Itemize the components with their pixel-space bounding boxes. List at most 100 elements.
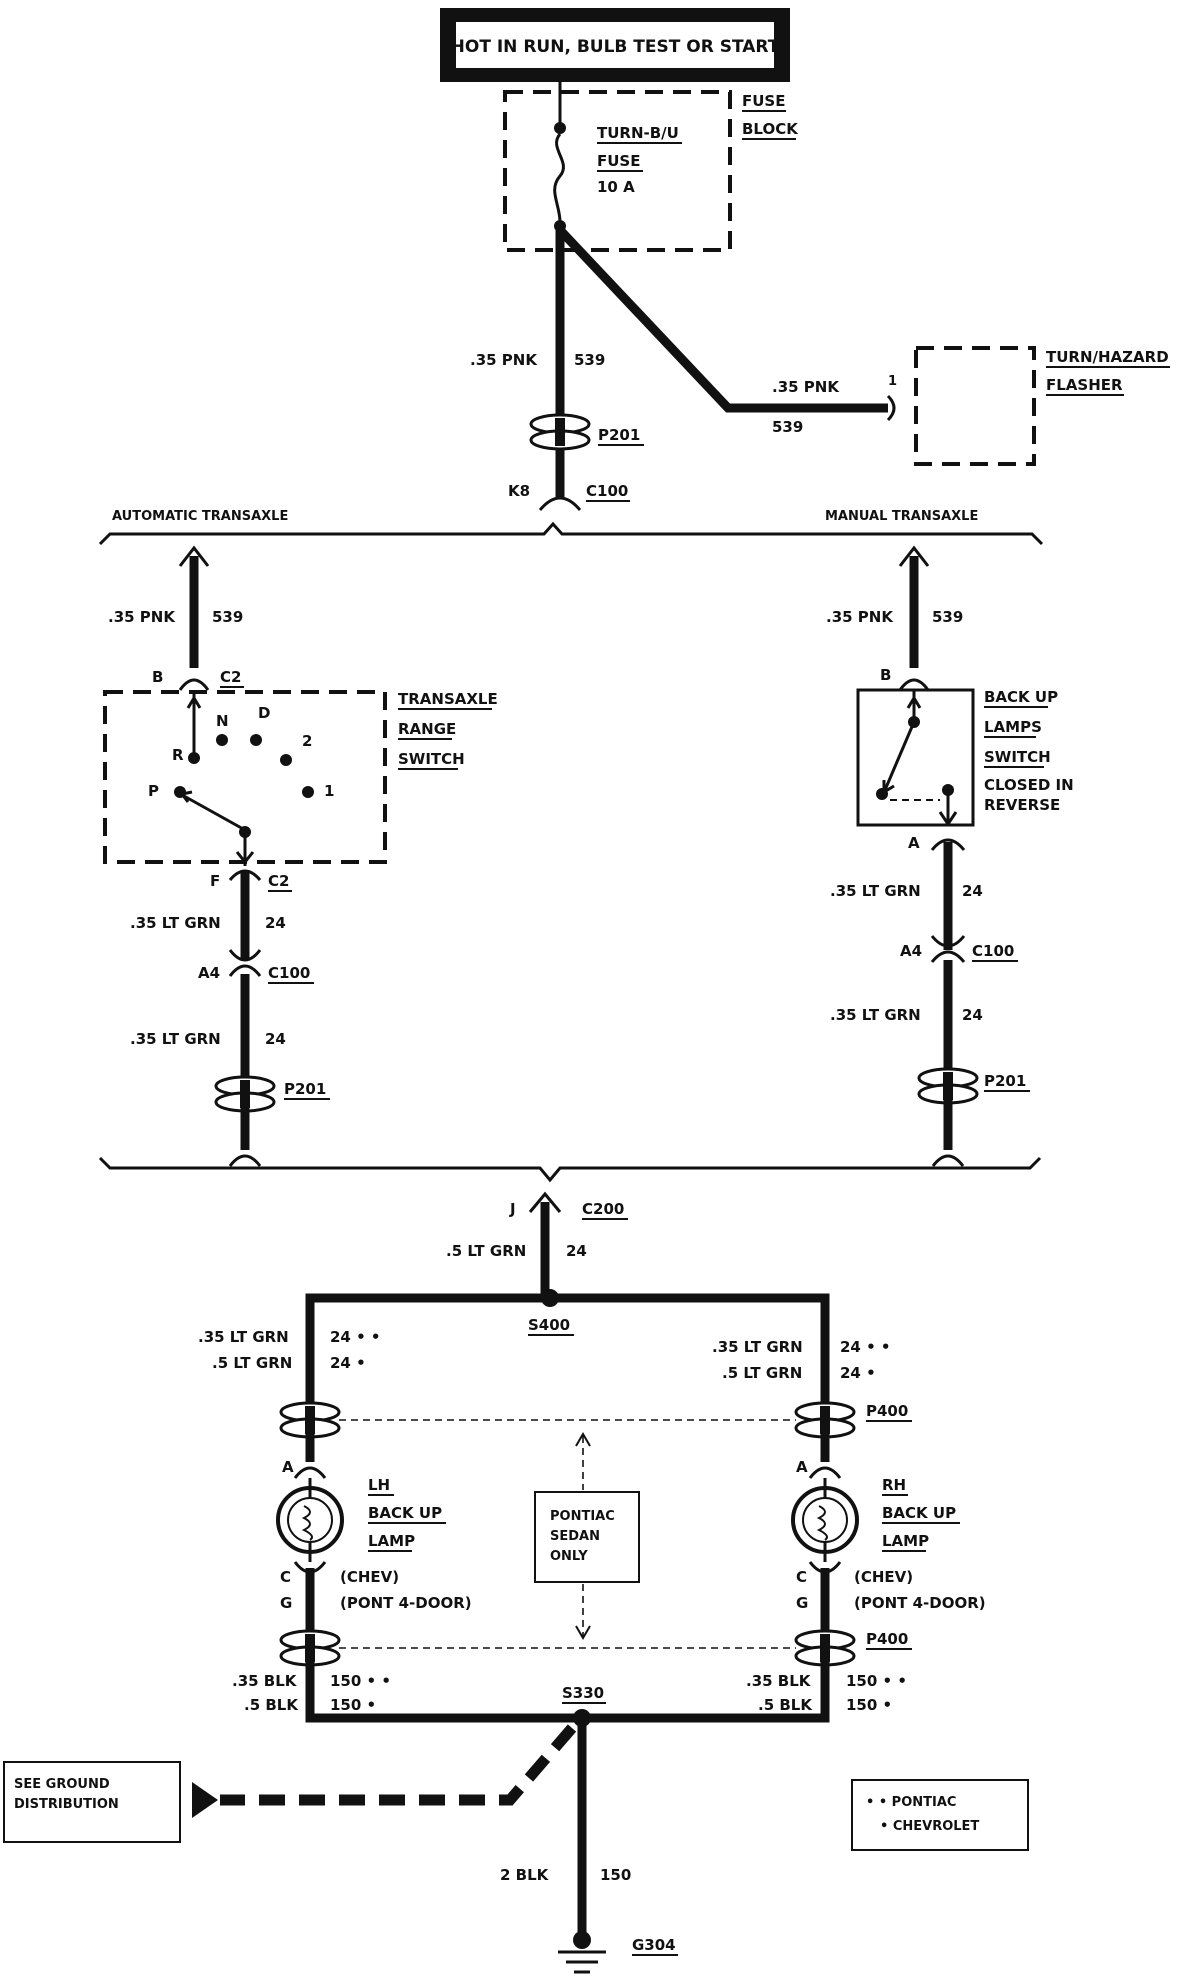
c100-top-pin: K8: [508, 482, 530, 500]
wire-circuit-main: 539: [574, 351, 605, 369]
rh-wire-blk-35: .35 BLK: [746, 1672, 812, 1690]
auto-wire-ltgrn-1: .35 LT GRN: [130, 914, 221, 932]
ground-ref-line-1: SEE GROUND: [14, 1777, 110, 1792]
rh-wire-ltgrn-35: .35 LT GRN: [712, 1338, 803, 1356]
legend: • • PONTIAC • CHEVROLET: [851, 1779, 1029, 1851]
p201-top: P201: [529, 413, 644, 451]
lh-wire-blk-circuit-c: 150 •: [330, 1696, 376, 1714]
lh-wire-circuit-p: 24 • •: [330, 1328, 381, 1346]
ground-label: G304: [632, 1936, 676, 1954]
range-pos-p: P: [148, 782, 159, 800]
p400-upper: P400: [279, 1401, 912, 1439]
fuse-block-label-1: FUSE: [742, 92, 785, 110]
legend-pontiac: • • PONTIAC: [866, 1795, 956, 1810]
rh-wire-ltgrn-5: .5 LT GRN: [722, 1364, 802, 1382]
fuse-block: TURN-B/U FUSE 10 A FUSE BLOCK: [503, 82, 799, 252]
wire-label-pnk-main: .35 PNK: [470, 351, 538, 369]
manual-c100-pin: A4: [900, 942, 922, 960]
range-switch-label-2: RANGE: [398, 720, 456, 738]
rh-wire-blk-5: .5 BLK: [758, 1696, 813, 1714]
auto-c2-bottom-label: C2: [268, 872, 289, 890]
auto-wire-ltgrn-1-circuit: 24: [265, 914, 286, 932]
lh-lamp-label-2: LAMP: [368, 1532, 415, 1550]
pontiac-sedan-note: PONTIAC SEDAN ONLY: [534, 1432, 640, 1640]
range-switch-label-1: TRANSAXLE: [398, 690, 498, 708]
lh-wire-blk-5: .5 BLK: [244, 1696, 299, 1714]
manual-c100-label: C100: [972, 942, 1014, 960]
rh-lamp-pin-g: G: [796, 1594, 808, 1612]
note-line-1: PONTIAC: [550, 1509, 615, 1524]
fuse-label-1: TURN-B/U: [597, 124, 679, 142]
rh-wire-blk-circuit-c: 150 •: [846, 1696, 892, 1714]
turn-hazard-flasher: TURN/HAZARD FLASHER: [914, 346, 1170, 466]
ground-distribution-arrow: [192, 1782, 218, 1818]
flasher-label-1: TURN/HAZARD: [1046, 348, 1169, 366]
ground-wire-size: 2 BLK: [500, 1866, 550, 1884]
s330-bus: [305, 1662, 830, 1723]
rh-wire-blk-circuit-p: 150 • •: [846, 1672, 907, 1690]
feed-wire-circuit: 24: [566, 1242, 587, 1260]
lh-wire-blk-circuit-p: 150 • •: [330, 1672, 391, 1690]
wire-label-pnk-flasher: .35 PNK: [772, 378, 840, 396]
fuse-rating: 10 A: [597, 178, 635, 196]
branch-label-manual: MANUAL TRANSAXLE: [825, 509, 978, 524]
auto-wire-pnk-circuit: 539: [212, 608, 243, 626]
rh-lamp-side: RH: [882, 1476, 906, 1494]
manual-wire-ltgrn-2: .35 LT GRN: [830, 1006, 921, 1024]
fuse-block-label-2: BLOCK: [742, 120, 799, 138]
lh-lamp-chev: (CHEV): [340, 1568, 399, 1586]
lh-lamp-pin-c: C: [280, 1568, 291, 1586]
p400-upper-label: P400: [866, 1402, 908, 1420]
p400-lower: P400: [279, 1629, 912, 1667]
auto-p201-label: P201: [284, 1080, 326, 1098]
auto-c2-top-label: C2: [220, 668, 241, 686]
wire-539-flasher: [556, 226, 888, 413]
auto-wire-pnk: .35 PNK: [108, 608, 176, 626]
manual-wire-pnk-circuit: 539: [932, 608, 963, 626]
automatic-branch: .35 PNK 539 B C2 R N D 2 1 P TRANSAXLE R…: [103, 545, 498, 1167]
lh-wire-ltgrn-35: .35 LT GRN: [198, 1328, 289, 1346]
lh-lamp-side: LH: [368, 1476, 390, 1494]
p400-lower-label: P400: [866, 1630, 908, 1648]
c100-top-connector: [538, 496, 582, 511]
s400-bus: [305, 1293, 830, 1420]
lh-lamp-pont: (PONT 4-DOOR): [340, 1594, 472, 1612]
rh-lamp-label-1: BACK UP: [882, 1504, 956, 1522]
lh-wire-ltgrn-5: .5 LT GRN: [212, 1354, 292, 1372]
range-switch-label-3: SWITCH: [398, 750, 465, 768]
backup-switch-label-1: BACK UP: [984, 688, 1058, 706]
backup-switch-label-2: LAMPS: [984, 718, 1042, 736]
fuse-top-terminal: [554, 122, 566, 134]
legend-chevrolet: • CHEVROLET: [880, 1819, 979, 1834]
lh-lamp-pin-a: A: [282, 1458, 294, 1476]
range-pos-r: R: [172, 746, 184, 764]
power-source-label: HOT IN RUN, BULB TEST OR START: [451, 37, 780, 57]
c200-connector: [528, 1191, 562, 1213]
manual-wire-ltgrn-1-circuit: 24: [962, 882, 983, 900]
manual-wire-ltgrn-2-circuit: 24: [962, 1006, 983, 1024]
auto-wire-ltgrn-2-circuit: 24: [265, 1030, 286, 1048]
note-line-2: SEDAN: [550, 1529, 600, 1544]
lh-lamp-label-1: BACK UP: [368, 1504, 442, 1522]
lh-lamp-pin-g: G: [280, 1594, 292, 1612]
auto-c2-pin-b: B: [152, 668, 163, 686]
c200-label: C200: [582, 1200, 624, 1218]
auto-c2-pin-f: F: [210, 872, 220, 890]
lh-wire-blk-35: .35 BLK: [232, 1672, 298, 1690]
rh-backup-lamp: A C G RH BACK UP LAMP (CHEV) (PONT 4-DOO…: [791, 1434, 986, 1630]
rh-wire-circuit-c: 24 •: [840, 1364, 876, 1382]
auto-c100-pin: A4: [198, 964, 220, 982]
rh-lamp-label-2: LAMP: [882, 1532, 929, 1550]
s330-label: S330: [562, 1684, 604, 1702]
manual-branch: .35 PNK 539 B BACK UP LAMPS SWITCH CLOSE…: [826, 545, 1074, 1167]
rh-lamp-chev: (CHEV): [854, 1568, 913, 1586]
manual-wire-pnk: .35 PNK: [826, 608, 894, 626]
range-pos-n: N: [216, 712, 229, 730]
note-line-3: ONLY: [550, 1549, 588, 1564]
flasher-pin: 1: [888, 374, 897, 389]
lh-backup-lamp: A C G LH BACK UP LAMP (CHEV) (PONT 4-DOO…: [276, 1434, 472, 1630]
c100-top-label: C100: [586, 482, 628, 500]
branch-bracket-top: [98, 521, 1044, 546]
s400-splice: [541, 1289, 559, 1307]
